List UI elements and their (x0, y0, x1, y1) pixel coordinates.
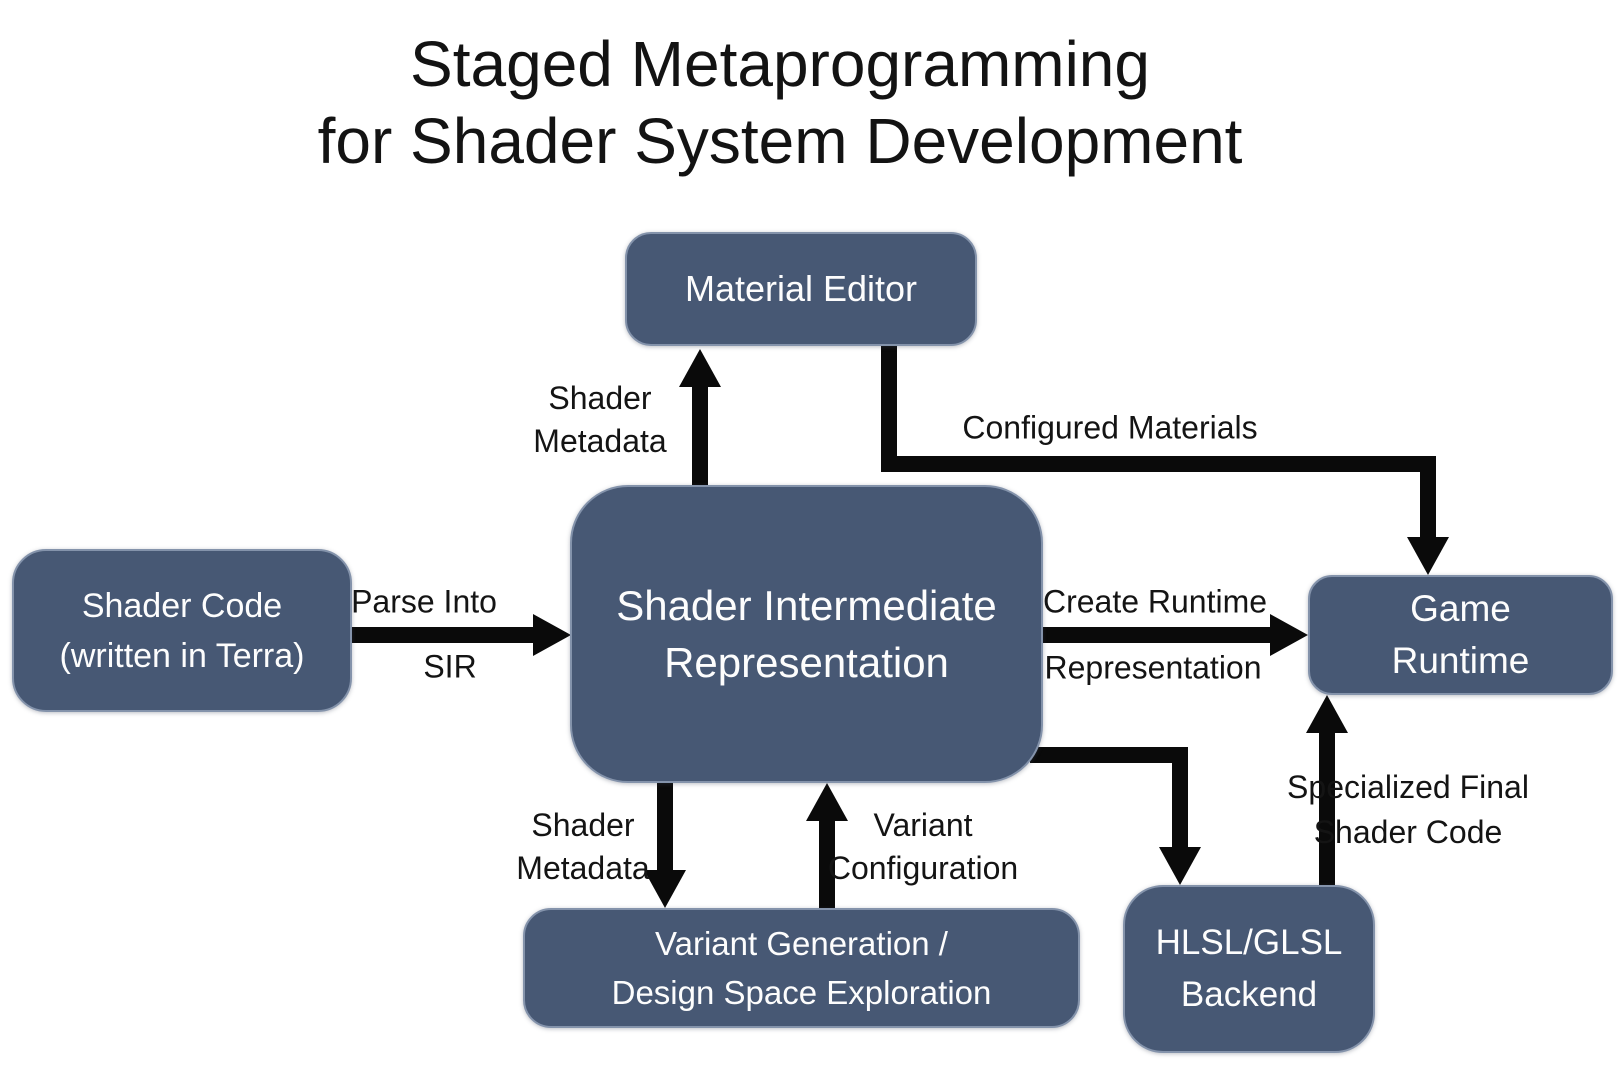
node-variant-generation-line1: Variant Generation / (655, 925, 948, 962)
edge-label-specialized-final: Specialized Final Shader Code (1287, 765, 1529, 855)
node-sir-line1: Shader Intermediate (616, 582, 997, 629)
node-variant-generation: Variant Generation / Design Space Explor… (523, 908, 1080, 1028)
edge-label-representation: Representation (1044, 649, 1262, 686)
arrow-sir-to-hlsl-backend-seg1 (1030, 747, 1188, 763)
edge-label-shader-metadata-top-line2: Metadata (533, 423, 667, 459)
arrow-material-editor-to-game-runtime-head (1407, 537, 1449, 575)
arrow-sir-to-game-runtime-head (1270, 614, 1308, 656)
node-hlsl-backend: HLSL/GLSL Backend (1123, 885, 1375, 1053)
edge-label-shader-metadata-top-line1: Shader (548, 380, 652, 416)
arrow-material-editor-to-game-runtime-seg2 (881, 456, 1436, 472)
arrow-shader-code-to-sir-head (533, 614, 571, 656)
node-hlsl-backend-line2: Backend (1180, 975, 1318, 1014)
arrow-sir-to-material-editor-shaft (692, 386, 708, 485)
node-material-editor-label: Material Editor (684, 268, 918, 309)
node-game-runtime-line2: Runtime (1391, 640, 1530, 681)
edge-label-parse-into: Parse Into (351, 583, 497, 620)
arrow-sir-to-game-runtime-shaft (1040, 627, 1270, 643)
edge-label-specialized-final-line2: Shader Code (1313, 814, 1503, 850)
arrow-sir-to-hlsl-backend-seg2 (1172, 747, 1188, 847)
arrow-variant-generation-to-sir-head (806, 783, 848, 821)
node-variant-generation-line2: Design Space Exploration (611, 974, 992, 1011)
node-shader-code-line1: Shader Code (81, 586, 283, 625)
edge-label-variant-configuration-line1: Variant (873, 807, 973, 843)
edge-label-configured-materials: Configured Materials (962, 409, 1258, 446)
edge-label-sir: SIR (423, 648, 477, 685)
diagram-title-line2: for Shader System Development (317, 104, 1243, 177)
arrow-variant-generation-to-sir-shaft (819, 821, 835, 908)
edge-label-variant-configuration-line2: Configuration (827, 850, 1019, 886)
node-shader-code: Shader Code (written in Terra) (12, 549, 352, 712)
arrow-shader-code-to-sir-shaft (342, 627, 533, 643)
arrow-sir-to-material-editor-head (679, 349, 721, 387)
arrow-hlsl-backend-to-game-runtime-shaft (1319, 733, 1335, 885)
edge-label-create-runtime: Create Runtime (1042, 583, 1268, 620)
node-game-runtime-line1: Game (1410, 588, 1511, 629)
edge-label-shader-metadata-bottom-line1: Shader (531, 807, 635, 843)
edge-label-shader-metadata-bottom: Shader Metadata (516, 804, 649, 890)
diagram-title-line1: Staged Metaprogramming (410, 28, 1150, 100)
arrow-material-editor-to-game-runtime-seg1 (881, 346, 897, 472)
node-shader-code-line2: (written in Terra) (59, 636, 305, 675)
edge-label-shader-metadata-top: Shader Metadata (533, 377, 666, 463)
diagram-title: Staged Metaprogramming for Shader System… (0, 26, 1560, 180)
arrow-hlsl-backend-to-game-runtime-head (1306, 695, 1348, 733)
arrow-material-editor-to-game-runtime-seg3 (1420, 456, 1436, 537)
arrow-sir-to-variant-generation-shaft (657, 783, 673, 870)
node-game-runtime: Game Runtime (1308, 575, 1613, 695)
node-hlsl-backend-line1: HLSL/GLSL (1155, 923, 1343, 962)
arrow-sir-to-hlsl-backend-head (1159, 847, 1201, 885)
arrow-sir-to-variant-generation-head (644, 870, 686, 908)
node-material-editor: Material Editor (625, 232, 977, 346)
edge-label-variant-configuration: Variant Configuration (828, 804, 1018, 890)
edge-label-shader-metadata-bottom-line2: Metadata (516, 850, 650, 886)
node-sir-line2: Representation (664, 639, 949, 686)
node-shader-intermediate-representation: Shader Intermediate Representation (570, 485, 1043, 783)
edge-label-specialized-final-line1: Specialized Final (1287, 769, 1529, 805)
